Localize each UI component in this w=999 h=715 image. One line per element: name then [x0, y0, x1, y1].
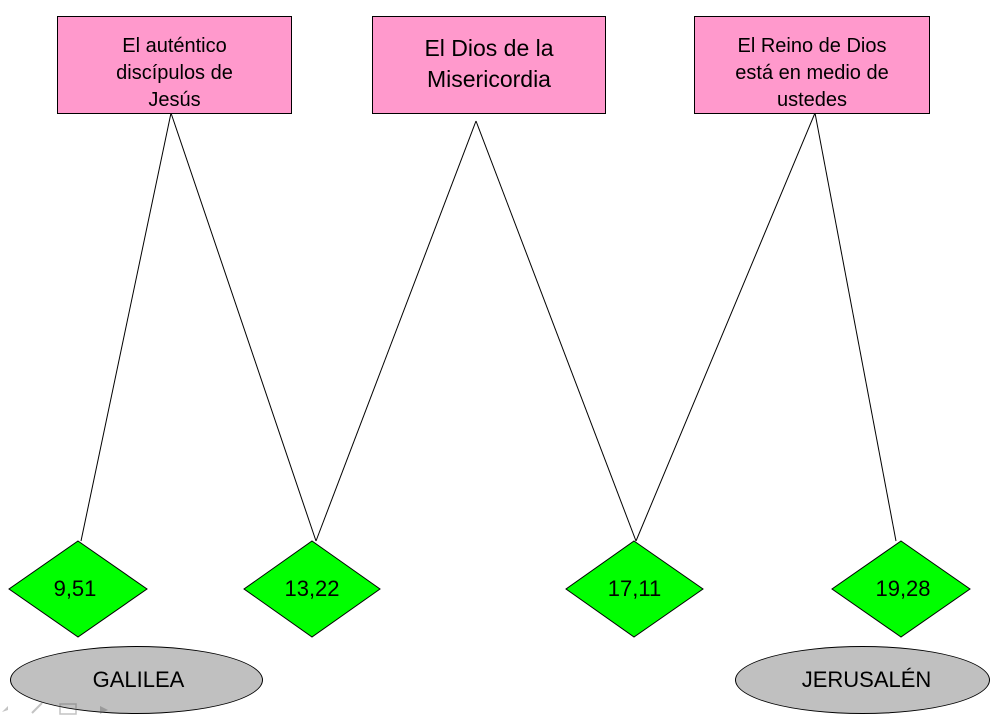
topic-text: El auténtico discípulos de Jesús: [116, 35, 233, 111]
connector-line: [475, 120, 637, 542]
connector-line: [315, 120, 477, 542]
topic-box-kingdom: El Reino de Dios está en medio de ustede…: [694, 16, 930, 114]
diamond-shape: [565, 540, 704, 638]
reference-label: 9,51: [53, 576, 97, 601]
topic-text: El Reino de Dios está en medio de ustede…: [735, 35, 889, 111]
connector-line: [635, 112, 816, 542]
diamond-shape: [8, 540, 148, 638]
topic-box-mercy: El Dios de la Misericordia: [372, 16, 606, 114]
reference-diamond: 9,51: [8, 540, 148, 638]
reference-diamond: 13,22: [243, 540, 381, 638]
diamond-shape: [243, 540, 381, 638]
topic-text: El Dios de la Misericordia: [424, 35, 554, 92]
slideshow-controls: [2, 702, 108, 715]
forward-icon[interactable]: [100, 706, 108, 714]
menu-icon[interactable]: [59, 703, 77, 715]
place-ellipse-jerusalen: JERUSALÉN: [735, 646, 990, 714]
reference-diamond: 19,28: [831, 540, 971, 638]
place-label: JERUSALÉN: [801, 667, 932, 692]
place-label: GALILEA: [92, 667, 185, 692]
reference-label: 13,22: [284, 576, 340, 601]
reference-label: 17,11: [607, 576, 662, 601]
reference-label: 19,28: [875, 576, 931, 601]
pen-icon[interactable]: [31, 702, 43, 714]
back-icon[interactable]: [2, 706, 8, 712]
connector-line: [170, 112, 317, 542]
place-ellipse-galilea: GALILEA: [10, 646, 263, 714]
connector-line: [80, 112, 172, 542]
reference-diamond: 17,11: [565, 540, 704, 638]
topic-box-disciples: El auténtico discípulos de Jesús: [57, 16, 292, 114]
diamond-shape: [831, 540, 971, 638]
connector-line: [814, 112, 897, 542]
